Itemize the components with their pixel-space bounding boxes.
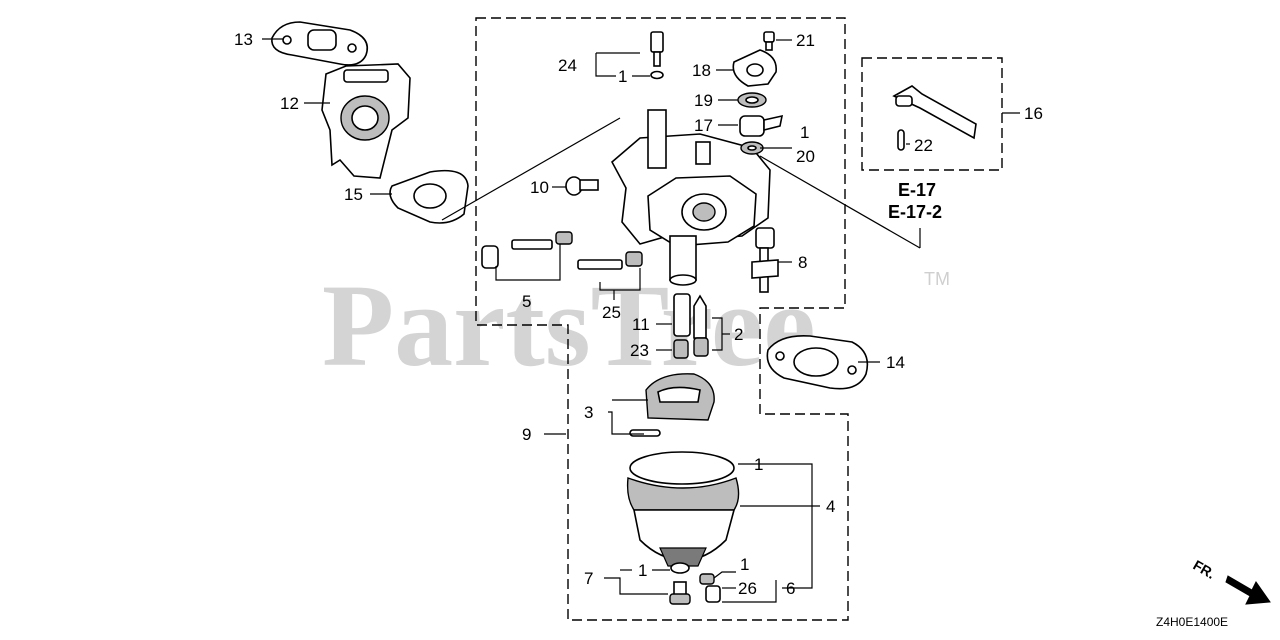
callout-21: 21	[796, 31, 815, 50]
part-21-screw[interactable]	[763, 31, 775, 51]
part-22-pin[interactable]	[897, 129, 905, 151]
lever-kit-boundary	[861, 57, 1003, 171]
callout-23: 23	[630, 341, 649, 360]
part-23-main-jet[interactable]	[673, 337, 709, 359]
callout-26: 26	[738, 579, 757, 598]
callout-labels: 13 12 15 10 5 24 1 18 21 19 17 1 20 25 1…	[234, 30, 1043, 598]
part-8-choke-lever[interactable]	[751, 227, 779, 293]
part-25-screw-set[interactable]	[577, 251, 643, 270]
part-10-throttle-stop-screw[interactable]	[565, 176, 599, 196]
watermark-text: PartsTree	[322, 260, 816, 391]
front-arrow-icon	[1225, 575, 1271, 605]
callout-7: 7	[584, 569, 593, 588]
part-18-cap[interactable]	[732, 49, 777, 87]
part-16-lever[interactable]	[892, 85, 977, 140]
part-19-seal[interactable]	[737, 92, 767, 108]
callout-11: 11	[632, 315, 650, 334]
part-20-o-ring[interactable]	[740, 141, 764, 155]
callout-5: 5	[522, 292, 531, 311]
callout-16: 16	[1024, 104, 1043, 123]
part-14-gasket[interactable]	[766, 334, 869, 390]
callout-2: 2	[734, 325, 743, 344]
leader-lines	[262, 38, 1020, 603]
part-12-heat-shield[interactable]	[321, 63, 411, 179]
callout-22: 22	[914, 136, 933, 155]
callout-8: 8	[798, 253, 807, 272]
part-17-pilot-jet-holder[interactable]	[739, 114, 784, 137]
front-direction-label: FR.	[1191, 557, 1219, 582]
callout-15: 15	[344, 185, 363, 204]
callout-13: 13	[234, 30, 253, 49]
callout-9: 9	[522, 425, 531, 444]
part-24-drain-screw[interactable]	[650, 31, 664, 80]
callout-12: 12	[280, 94, 299, 113]
part-5-pilot-screw-set[interactable]	[481, 231, 573, 269]
callout-25: 25	[602, 303, 621, 322]
part-3-float[interactable]	[629, 373, 715, 437]
callout-4: 4	[826, 497, 835, 516]
callout-3: 3	[584, 403, 593, 422]
callout-17: 17	[694, 116, 713, 135]
callout-14: 14	[886, 353, 905, 372]
callout-1-right: 1	[800, 123, 809, 142]
callout-1-drain: 1	[740, 555, 749, 574]
part-7-drain-bolt[interactable]	[669, 562, 691, 605]
callout-24: 24	[558, 56, 577, 75]
front-direction-marker: FR.	[1191, 557, 1271, 605]
part-4-float-bowl[interactable]	[626, 451, 740, 567]
callout-1-top: 1	[618, 67, 627, 86]
part-15-insulator-gasket[interactable]	[389, 169, 469, 224]
reference-e17-2: E-17-2	[888, 202, 942, 222]
carburetor-assembly-boundary	[475, 17, 849, 621]
callout-1-washer: 1	[638, 561, 647, 580]
part-26-drain-screw[interactable]	[699, 573, 721, 603]
part-11-main-nozzle[interactable]	[673, 293, 691, 337]
callout-6: 6	[786, 579, 795, 598]
carburetor-body[interactable]	[610, 109, 771, 286]
reference-e17: E-17	[898, 180, 936, 200]
callout-18: 18	[692, 61, 711, 80]
callout-20: 20	[796, 147, 815, 166]
reference-labels: E-17 E-17-2	[888, 180, 942, 222]
callout-1-bowl: 1	[754, 455, 763, 474]
callout-10: 10	[530, 178, 549, 197]
trademark-mark: TM	[924, 269, 950, 289]
part-2-float-valve[interactable]	[693, 294, 707, 339]
drawing-code: Z4H0E1400E	[1156, 615, 1228, 629]
callout-19: 19	[694, 91, 713, 110]
part-13-gasket[interactable]	[271, 21, 369, 66]
